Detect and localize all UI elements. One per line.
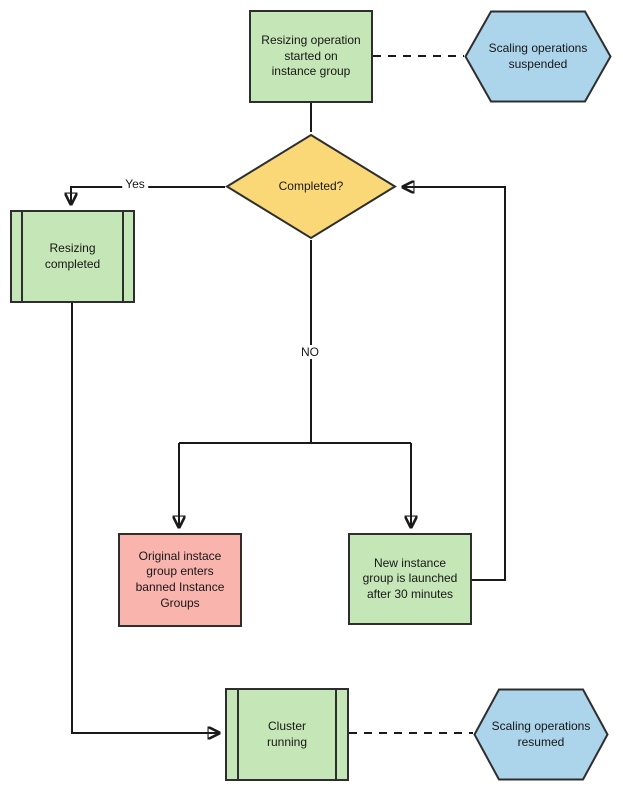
edge-completed-resizing — [71, 186, 225, 204]
process-shape — [249, 10, 373, 103]
node-cluster-running-label: Cluster running — [266, 718, 308, 749]
hexagon-shape — [464, 10, 612, 103]
node-new-instance-group: New instance group is launched after 30 … — [348, 533, 472, 625]
edge-new-group-completed — [403, 187, 506, 581]
node-resizing-completed: Resizing completed — [10, 210, 135, 303]
predefined-process-shape — [10, 210, 135, 303]
node-cluster-running: Cluster running — [225, 688, 349, 781]
node-scaling-operations-suspended: Scaling operations suspended — [464, 10, 612, 103]
node-scaling-operations-resumed: Scaling operations resumed — [473, 688, 609, 781]
node-banned-instance-groups-label: Original instace group enters banned Ins… — [135, 548, 225, 610]
process-shape — [118, 533, 242, 627]
decision-diamond-shape — [225, 133, 397, 240]
edge-completed-no-stem — [179, 240, 411, 444]
node-resizing-operation-started-label: Resizing operation started on instance g… — [261, 33, 361, 79]
node-completed-decision: Completed? — [225, 133, 397, 240]
node-scaling-operations-suspended-label: Scaling operations suspended — [488, 40, 588, 71]
node-new-instance-group-label: New instance group is launched after 30 … — [362, 555, 458, 601]
node-completed-decision-label: Completed? — [278, 178, 344, 193]
edge-label-no: NO — [298, 345, 322, 359]
node-resizing-operation-started: Resizing operation started on instance g… — [249, 10, 373, 103]
node-resizing-completed-label: Resizing completed — [44, 240, 101, 271]
predefined-process-shape — [225, 688, 349, 781]
process-shape — [348, 533, 472, 625]
hexagon-shape — [473, 688, 609, 781]
edge-label-yes: Yes — [122, 177, 148, 191]
node-scaling-operations-resumed-label: Scaling operations resumed — [491, 718, 591, 749]
edge-resizing-cluster — [71, 303, 219, 733]
node-banned-instance-groups: Original instace group enters banned Ins… — [118, 533, 242, 627]
